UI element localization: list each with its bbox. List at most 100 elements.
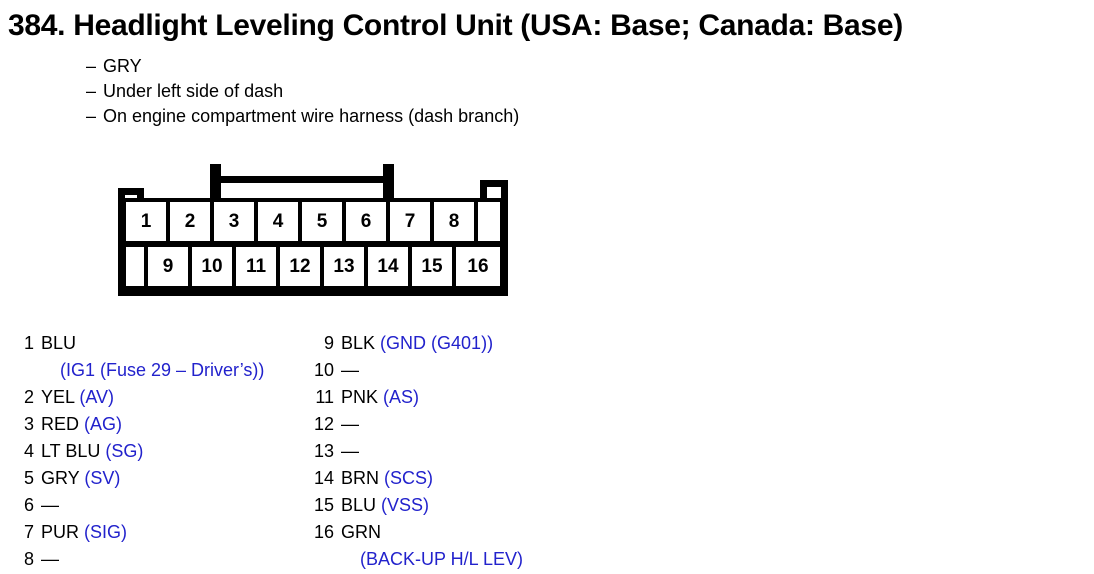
connector-left-wall — [118, 188, 125, 296]
connector-pin-cell: 10 — [192, 247, 236, 286]
pin-signal-name: (AS) — [383, 387, 420, 407]
pin-description: GRY (SV) — [41, 465, 312, 492]
pin-entry: 12 — — [310, 411, 610, 438]
connector-pin-cell: 1 — [126, 202, 170, 241]
pin-signal-name: (SCS) — [384, 468, 434, 488]
connector-right-wall — [501, 180, 508, 296]
connector-pin-cell: 8 — [434, 202, 478, 241]
connector-blank-cell — [478, 202, 500, 241]
connector-pin-cell: 2 — [170, 202, 214, 241]
pin-entry: 6— — [22, 492, 312, 519]
pin-description: BLK (GND (G401)) — [341, 330, 610, 357]
pin-entry: 9 BLK (GND (G401)) — [310, 330, 610, 357]
connector-pin-cell: 9 — [148, 247, 192, 286]
pin-wire-color: LT BLU — [41, 441, 101, 461]
pin-description: — — [41, 546, 312, 573]
connector-pin-cell: 4 — [258, 202, 302, 241]
pin-signal-name: (SG) — [105, 441, 144, 461]
pin-description: BRN (SCS) — [341, 465, 610, 492]
pin-wire-color: BLK — [341, 333, 376, 353]
pin-description: PUR (SIG) — [41, 519, 312, 546]
pin-wire-color: GRY — [41, 468, 80, 488]
connector-pin-cell: 16 — [456, 247, 500, 286]
pin-number: 11 — [315, 387, 334, 407]
pin-number: 13 — [313, 441, 334, 461]
pin-description: — — [341, 357, 610, 384]
description-item-label: Under left side of dash — [103, 81, 284, 101]
pin-signal-name: (AG) — [84, 414, 123, 434]
pin-number: 15 — [313, 495, 334, 515]
pin-number: 12 — [313, 414, 334, 434]
connector-pin-cell: 13 — [324, 247, 368, 286]
pin-number: 5 — [23, 468, 34, 488]
description-list: –GRY–Under left side of dash–On engine c… — [86, 54, 519, 129]
page-title: 384. Headlight Leveling Control Unit (US… — [8, 9, 903, 42]
pin-signal-name: (VSS) — [381, 495, 430, 515]
connector-left-notch-side — [137, 188, 144, 202]
connector-pin-cell: 7 — [390, 202, 434, 241]
connector-latch-bar — [210, 176, 394, 183]
pin-description: LT BLU (SG) — [41, 438, 312, 465]
pin-description: — — [341, 411, 610, 438]
pin-description: BLU (VSS) — [341, 492, 610, 519]
description-dash-icon: – — [86, 56, 97, 76]
pin-description: BLU (IG1 (Fuse 29 – Driver’s)) — [41, 330, 312, 384]
pin-number: 3 — [23, 414, 34, 434]
pin-entry: 7 PUR (SIG) — [22, 519, 312, 546]
pin-number: 7 — [23, 522, 34, 542]
connector-blank-cell — [126, 247, 148, 286]
pin-entry: 2 YEL (AV) — [22, 384, 312, 411]
pin-wire-color: BLU — [41, 333, 77, 353]
pin-entry: 10 — — [310, 357, 610, 384]
pin-wire-color: — — [41, 549, 59, 569]
pin-wire-color: BLU — [341, 495, 377, 515]
description-item: –Under left side of dash — [86, 79, 519, 104]
connector-right-notch-side — [480, 180, 487, 202]
pin-wire-color: GRN — [341, 522, 381, 542]
pin-signal-name: (SV) — [84, 468, 121, 488]
pin-wire-color: BRN — [341, 468, 380, 488]
description-item: –GRY — [86, 54, 519, 79]
pin-signal-name-wrapped: (BACK-UP H/L LEV) — [360, 549, 524, 569]
pin-number: 8 — [23, 549, 34, 569]
pin-signal-name: (GND (G401)) — [380, 333, 494, 353]
pin-number: 9 — [323, 333, 334, 353]
pin-entry: 5 GRY (SV) — [22, 465, 312, 492]
connector-pin-cell: 5 — [302, 202, 346, 241]
pin-description: — — [41, 492, 312, 519]
pin-entry: 4 LT BLU (SG) — [22, 438, 312, 465]
connector-latch-post-right — [383, 164, 394, 204]
pin-wire-color: RED — [41, 414, 80, 434]
pin-number: 6 — [23, 495, 34, 515]
pin-signal-name: (AV) — [79, 387, 115, 407]
pin-number: 2 — [23, 387, 34, 407]
pin-wire-color: PUR — [41, 522, 80, 542]
pin-entry: 3 RED (AG) — [22, 411, 312, 438]
pin-entry: 11 PNK (AS) — [310, 384, 610, 411]
pin-wire-color: YEL — [41, 387, 75, 407]
pin-number: 16 — [313, 522, 334, 542]
pin-description: — — [341, 438, 610, 465]
pin-entry: 16 GRN (BACK-UP H/L LEV) — [310, 519, 610, 573]
pin-signal-name-wrapped: (IG1 (Fuse 29 – Driver’s)) — [60, 360, 265, 380]
pin-description: RED (AG) — [41, 411, 312, 438]
pin-description: PNK (AS) — [341, 384, 610, 411]
connector-pin-cell: 12 — [280, 247, 324, 286]
connector-pin-cell: 11 — [236, 247, 280, 286]
connector-latch-post-left — [210, 164, 221, 204]
pin-signal-name: (SIG) — [84, 522, 128, 542]
pin-number: 4 — [23, 441, 34, 461]
description-dash-icon: – — [86, 81, 97, 101]
pin-entry: 13 — — [310, 438, 610, 465]
connector-left-notch-top — [118, 188, 144, 195]
pin-number: 10 — [313, 360, 334, 380]
connector-pin-cell: 3 — [214, 202, 258, 241]
connector-pin-cell: 6 — [346, 202, 390, 241]
